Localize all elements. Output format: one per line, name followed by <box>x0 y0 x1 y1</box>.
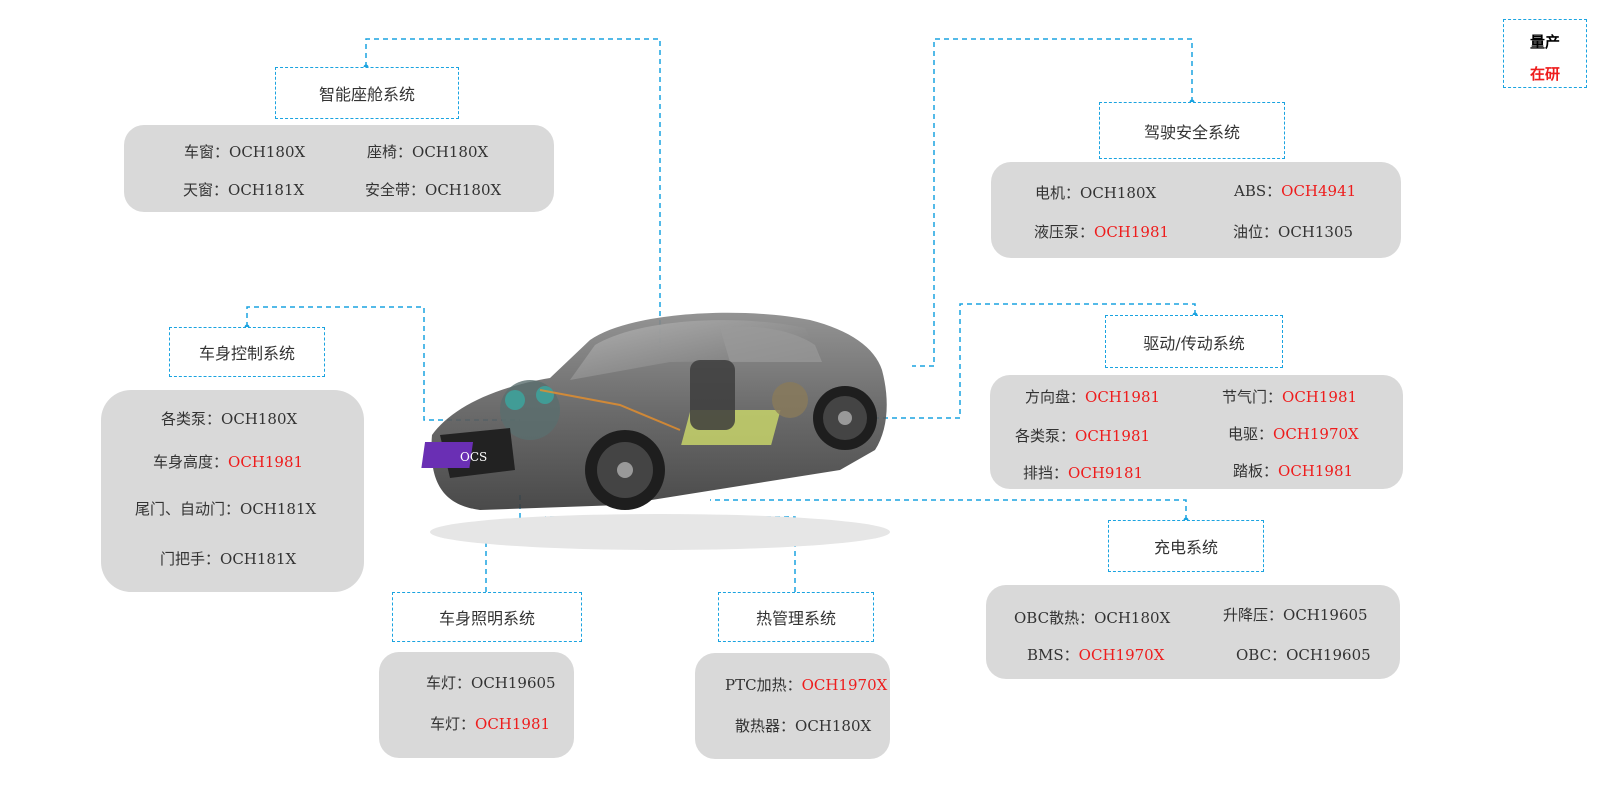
box-cockpit: 车窗：OCH180X 座椅：OCH180X 天窗：OCH181X 安全带：OCH… <box>124 125 554 212</box>
body-control-item-height: 车身高度：OCH1981 <box>153 453 304 471</box>
connector-drive <box>850 303 1196 419</box>
cockpit-item-window: 车窗：OCH180X <box>184 143 306 161</box>
thermal-item-ptc: PTC加热：OCH1970X <box>725 676 888 694</box>
drive-item-pedal: 踏板：OCH1981 <box>1233 462 1354 480</box>
box-safety: 电机：OCH180X ABS：OCH4941 液压泵：OCH1981 油位：OC… <box>991 162 1401 258</box>
title-body-control: 车身控制系统 <box>169 327 325 377</box>
title-safety: 驾驶安全系统 <box>1099 102 1285 159</box>
lighting-item-lamp-2: 车灯：OCH1981 <box>430 715 551 733</box>
connector-charging <box>710 499 1187 520</box>
charging-item-bms: BMS：OCH1970X <box>1027 646 1165 664</box>
drive-item-throttle: 节气门：OCH1981 <box>1222 388 1358 406</box>
drive-item-e-drive: 电驱：OCH1970X <box>1228 425 1359 443</box>
charging-item-buck-boost: 升降压：OCH19605 <box>1223 606 1368 624</box>
legend: 量产 在研 <box>1503 19 1587 88</box>
connector-cockpit <box>365 38 661 348</box>
safety-item-motor: 电机：OCH180X <box>1035 184 1157 202</box>
cockpit-item-sunroof: 天窗：OCH181X <box>183 181 305 199</box>
car-badge-text: OCS <box>460 450 487 464</box>
title-cockpit: 智能座舱系统 <box>275 67 459 119</box>
title-drive: 驱动/传动系统 <box>1105 315 1283 368</box>
safety-item-hydraulic-pump: 液压泵：OCH1981 <box>1034 223 1170 241</box>
drive-item-pumps: 各类泵：OCH1981 <box>1015 427 1151 445</box>
thermal-item-radiator: 散热器：OCH180X <box>735 717 872 735</box>
safety-item-oil-level: 油位：OCH1305 <box>1233 223 1354 241</box>
body-control-item-door-handle: 门把手：OCH181X <box>160 550 297 568</box>
cockpit-item-seat: 座椅：OCH180X <box>367 143 489 161</box>
title-charging: 充电系统 <box>1108 520 1264 572</box>
body-control-item-tailgate: 尾门、自动门：OCH181X <box>135 500 317 518</box>
box-body-control: 各类泵：OCH180X 车身高度：OCH1981 尾门、自动门：OCH181X … <box>101 390 364 592</box>
title-lighting: 车身照明系统 <box>392 592 582 642</box>
connector-lighting <box>485 495 521 592</box>
box-drive: 方向盘：OCH1981 节气门：OCH1981 各类泵：OCH1981 电驱：O… <box>990 375 1403 489</box>
connector-thermal <box>545 516 796 592</box>
title-thermal: 热管理系统 <box>718 592 874 642</box>
body-control-item-pumps: 各类泵：OCH180X <box>161 410 298 428</box>
charging-item-obc: OBC：OCH19605 <box>1236 646 1371 664</box>
legend-mass-production: 量产 <box>1529 33 1560 51</box>
cockpit-item-seatbelt: 安全带：OCH180X <box>365 181 502 199</box>
box-charging: OBC散热：OCH180X 升降压：OCH19605 BMS：OCH1970X … <box>986 585 1400 679</box>
box-thermal: PTC加热：OCH1970X 散热器：OCH180X <box>695 653 890 759</box>
legend-in-development: 在研 <box>1529 65 1560 83</box>
drive-item-gear: 排挡：OCH9181 <box>1023 464 1144 482</box>
charging-item-obc-cooling: OBC散热：OCH180X <box>1014 609 1171 627</box>
drive-item-steering: 方向盘：OCH1981 <box>1025 388 1161 406</box>
safety-item-abs: ABS：OCH4941 <box>1234 182 1357 200</box>
car-illustration: OCS <box>421 312 890 550</box>
lighting-item-lamp-1: 车灯：OCH19605 <box>426 674 556 692</box>
box-lighting: 车灯：OCH19605 车灯：OCH1981 <box>379 652 574 758</box>
